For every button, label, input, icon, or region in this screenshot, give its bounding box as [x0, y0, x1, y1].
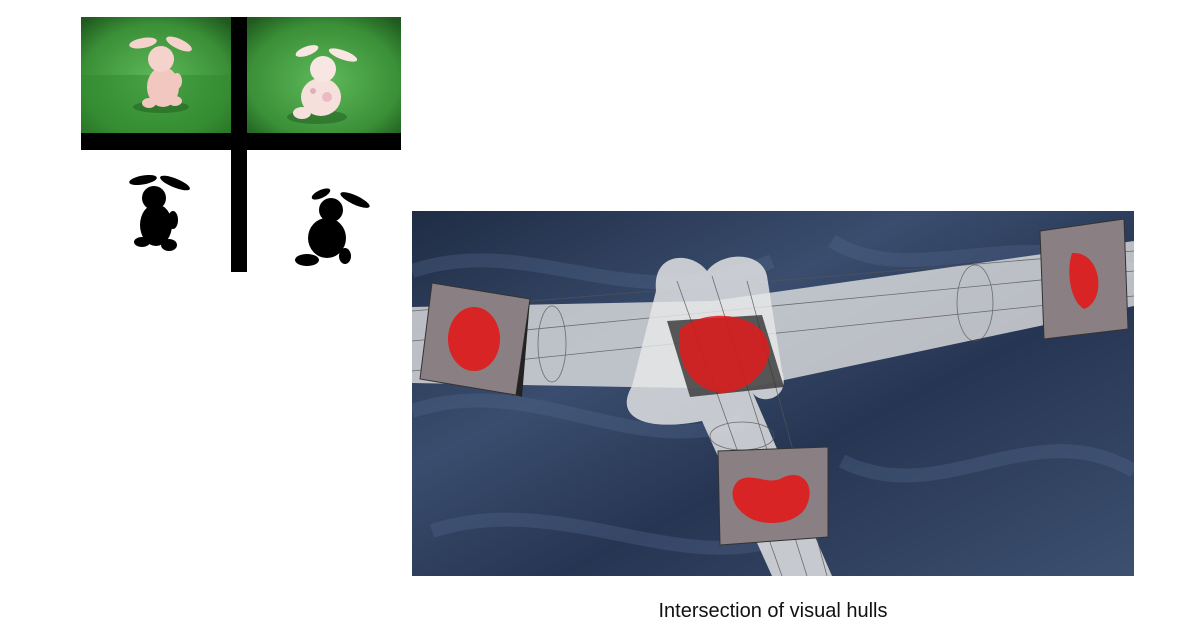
figure-caption: Intersection of visual hulls: [658, 600, 888, 622]
camera-plane-right: [1039, 218, 1129, 340]
silhouette-view-1: [81, 150, 231, 272]
hull-intersection-region: [678, 315, 770, 393]
camera-plane-bottom: [717, 446, 829, 546]
visual-hull-figure: [412, 211, 1134, 576]
input-views-grid: [81, 17, 401, 272]
bunny-head: [310, 56, 336, 82]
visual-hull-illustration: [412, 211, 1134, 576]
silhouette-view-1-image: [129, 174, 190, 251]
silhouette-bottom: [732, 475, 810, 523]
silhouette-right: [1069, 252, 1099, 309]
silhouette-view-2-image: [295, 188, 370, 266]
silhouette-left: [448, 307, 500, 371]
camera-plane-left: [419, 282, 531, 397]
photo-view-1-image: [81, 17, 231, 133]
bunny-head: [148, 46, 174, 72]
bunny-body: [301, 78, 341, 116]
photo-view-2: [247, 17, 401, 133]
photo-view-1: [81, 17, 231, 133]
silhouette-view-2: [247, 150, 401, 272]
photo-view-2-image: [247, 17, 401, 133]
